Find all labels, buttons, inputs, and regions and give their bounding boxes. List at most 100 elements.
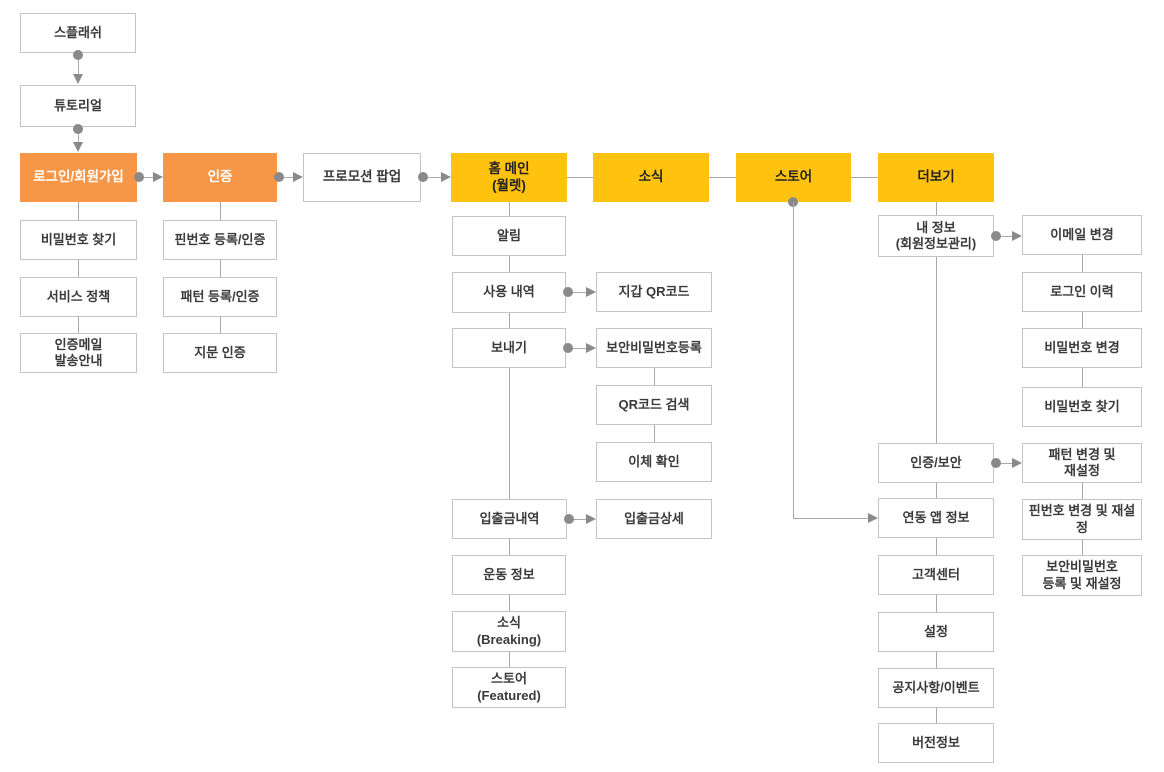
node-security-pw-register: 보안비밀번호등록 xyxy=(596,328,712,368)
node-login-signup: 로그인/회원가입 xyxy=(20,153,137,202)
node-store: 스토어 xyxy=(736,153,851,202)
edge-authsecurity-linkedapps-line xyxy=(936,483,937,498)
edge-splash-tutorial-dot xyxy=(73,50,83,60)
node-login-history: 로그인 이력 xyxy=(1022,272,1142,312)
edge-exercise-breaking-line xyxy=(509,595,510,611)
edge-auth-pin-line xyxy=(220,202,221,220)
node-find-password: 비밀번호 찾기 xyxy=(20,220,137,260)
edge-auth-promo-line xyxy=(277,177,295,178)
edge-store-linkedapps-arrow xyxy=(868,513,878,523)
node-service-policy: 서비스 정책 xyxy=(20,277,137,317)
node-password-find: 비밀번호 찾기 xyxy=(1022,387,1142,427)
node-qr-search: QR코드 검색 xyxy=(596,385,712,425)
edge-txhistory-exercise-line xyxy=(509,539,510,555)
node-exercise-info: 운동 정보 xyxy=(452,555,566,595)
node-customer-center: 고객센터 xyxy=(878,555,994,595)
edge-pattern-fingerprint-line xyxy=(220,317,221,333)
node-wallet-qr: 지갑 QR코드 xyxy=(596,272,712,312)
edge-store-linkedapps-hline xyxy=(793,518,868,519)
edge-usage-send-line xyxy=(509,313,510,328)
edge-breaking-featured-line xyxy=(509,652,510,667)
edge-myinfo-authsecurity-line xyxy=(936,257,937,443)
node-auth: 인증 xyxy=(163,153,277,202)
node-send: 보내기 xyxy=(452,328,566,368)
node-tx-detail: 입출금상세 xyxy=(596,499,712,539)
node-password-change: 비밀번호 변경 xyxy=(1022,328,1142,368)
edge-auth-promo-dot xyxy=(274,172,284,182)
node-pattern-reset: 패턴 변경 및 재설정 xyxy=(1022,443,1142,483)
edge-usage-walletqr-line xyxy=(566,292,587,293)
edge-news-store-line xyxy=(709,177,736,178)
node-news: 소식 xyxy=(593,153,709,202)
edge-notification-usage-line xyxy=(509,256,510,272)
edge-promo-home-arrow xyxy=(441,172,451,182)
node-more: 더보기 xyxy=(878,153,994,202)
node-pin-reset: 핀번호 변경 및 재설 정 xyxy=(1022,499,1142,540)
edge-loginhistory-pwchange-line xyxy=(1082,312,1083,328)
edge-qrsearch-transfer-line xyxy=(654,425,655,442)
edge-myinfo-email-arrow xyxy=(1012,231,1022,241)
edge-myinfo-email-dot xyxy=(991,231,1001,241)
node-tutorial: 튜토리얼 xyxy=(20,85,136,127)
edge-send-securitypw-line xyxy=(566,348,587,349)
edge-usage-walletqr-arrow xyxy=(586,287,596,297)
edge-promo-home-dot xyxy=(418,172,428,182)
edge-pwchange-pwfind-line xyxy=(1082,368,1083,387)
edge-linkedapps-customer-line xyxy=(936,538,937,555)
edge-tutorial-login-arrow xyxy=(73,142,83,152)
edge-auth-promo-arrow xyxy=(293,172,303,182)
edge-home-notification-line xyxy=(509,202,510,216)
edge-home-news-line xyxy=(567,177,593,178)
node-notification: 알림 xyxy=(452,216,566,256)
node-pattern-auth: 패턴 등록/인증 xyxy=(163,277,277,317)
edge-login-auth-dot xyxy=(134,172,144,182)
edge-login-auth-arrow xyxy=(153,172,163,182)
node-linked-apps: 연동 앱 정보 xyxy=(878,498,994,538)
node-email-change: 이메일 변경 xyxy=(1022,215,1142,255)
edge-patternreset-pinreset-line xyxy=(1082,483,1083,499)
edge-login-auth-line xyxy=(137,177,155,178)
edge-notices-version-line xyxy=(936,708,937,723)
edge-send-securitypw-arrow xyxy=(586,343,596,353)
node-tx-history: 입출금내역 xyxy=(452,499,567,539)
edge-tutorial-login-dot xyxy=(73,124,83,134)
edge-securitypw-qrsearch-line xyxy=(654,368,655,385)
edge-authsecurity-pattern-dot xyxy=(991,458,1001,468)
edge-authsecurity-pattern-line xyxy=(994,463,1013,464)
edge-settings-notices-line xyxy=(936,652,937,668)
node-splash: 스플래쉬 xyxy=(20,13,136,53)
edge-more-myinfo-line xyxy=(936,202,937,215)
edge-email-loginhistory-line xyxy=(1082,255,1083,272)
node-pin-auth: 핀번호 등록/인증 xyxy=(163,220,277,260)
edge-splash-tutorial-line xyxy=(78,53,79,78)
node-store-featured: 스토어 (Featured) xyxy=(452,667,566,708)
edge-customer-settings-line xyxy=(936,595,937,612)
node-fingerprint-auth: 지문 인증 xyxy=(163,333,277,373)
edge-promo-home-line xyxy=(421,177,442,178)
edge-send-securitypw-dot xyxy=(563,343,573,353)
edge-findpw-policy-line xyxy=(78,260,79,277)
node-settings: 설정 xyxy=(878,612,994,652)
node-security-pw-reset: 보안비밀번호 등록 및 재설정 xyxy=(1022,555,1142,596)
edge-store-more-line xyxy=(851,177,878,178)
node-promo-popup: 프로모션 팝업 xyxy=(303,153,421,202)
node-transfer-confirm: 이체 확인 xyxy=(596,442,712,482)
edge-login-findpw-line xyxy=(78,202,79,220)
node-usage-history: 사용 내역 xyxy=(452,272,566,313)
edge-tutorial-login-line xyxy=(78,127,79,145)
node-news-breaking: 소식 (Breaking) xyxy=(452,611,566,652)
edge-pinreset-securityreset-line xyxy=(1082,540,1083,555)
edge-myinfo-email-line xyxy=(994,236,1013,237)
node-home-main: 홈 메인 (월렛) xyxy=(451,153,567,202)
edge-splash-tutorial-arrow xyxy=(73,74,83,84)
edge-pin-pattern-line xyxy=(220,260,221,277)
node-my-info: 내 정보 (회원정보관리) xyxy=(878,215,994,257)
edge-txhistory-txdetail-arrow xyxy=(586,514,596,524)
node-auth-security: 인증/보안 xyxy=(878,443,994,483)
edge-authsecurity-pattern-arrow xyxy=(1012,458,1022,468)
edge-txhistory-txdetail-dot xyxy=(564,514,574,524)
node-auth-mail: 인증메일 발송안내 xyxy=(20,333,137,373)
node-notices-events: 공지사항/이벤트 xyxy=(878,668,994,708)
edge-usage-walletqr-dot xyxy=(563,287,573,297)
